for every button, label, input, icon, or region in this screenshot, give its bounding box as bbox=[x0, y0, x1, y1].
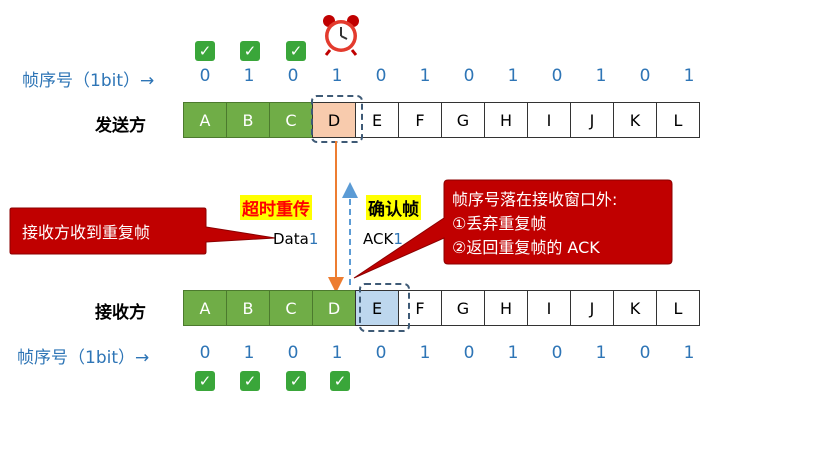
receiver-frame-c: C bbox=[269, 290, 313, 326]
data-label-text: Data bbox=[273, 230, 309, 248]
receiver-frame-f: F bbox=[398, 290, 442, 326]
seq-number: 0 bbox=[199, 66, 211, 86]
check-icon-bottom-a: ✓ bbox=[195, 371, 215, 391]
seq-number: 1 bbox=[243, 343, 255, 363]
sender-frame-d: D bbox=[312, 102, 356, 138]
seq-number: 1 bbox=[331, 66, 343, 86]
ack-label-text: ACK bbox=[363, 230, 394, 248]
receiver-frame-j: J bbox=[570, 290, 614, 326]
sender-seq-label: 帧序号（1bit）→ bbox=[22, 71, 155, 91]
right-callout-line3: ②返回重复帧的 ACK bbox=[452, 238, 600, 257]
sender-seq-numbers: 0 1 0 1 0 1 0 1 0 1 0 1 bbox=[183, 66, 711, 86]
seq-number: 0 bbox=[463, 66, 475, 86]
sender-frame-j: J bbox=[570, 102, 614, 138]
seq-number: 0 bbox=[287, 343, 299, 363]
receiver-frame-i: I bbox=[527, 290, 571, 326]
seq-number: 1 bbox=[595, 66, 607, 86]
alarm-clock-icon bbox=[323, 15, 359, 56]
data-label: Data1 bbox=[273, 230, 318, 248]
ack-label-number: 1 bbox=[393, 230, 403, 248]
check-icon-top-b: ✓ bbox=[240, 41, 260, 61]
receiver-label: 接收方 bbox=[95, 303, 146, 323]
right-callout-line1: 帧序号落在接收窗口外: bbox=[452, 190, 618, 209]
receiver-frame-g: G bbox=[441, 290, 485, 326]
seq-number: 1 bbox=[243, 66, 255, 86]
check-icon-top-a: ✓ bbox=[195, 41, 215, 61]
receiver-window-outline bbox=[359, 283, 410, 332]
seq-number: 0 bbox=[375, 66, 387, 86]
seq-number: 1 bbox=[595, 343, 607, 363]
seq-number: 0 bbox=[463, 343, 475, 363]
right-callout-shape bbox=[353, 179, 673, 279]
receiver-frame-d: D bbox=[312, 290, 356, 326]
data-label-number: 1 bbox=[308, 230, 319, 248]
seq-number: 0 bbox=[639, 66, 651, 86]
retransmit-tag: 超时重传 bbox=[240, 195, 312, 220]
check-icon-bottom-d: ✓ bbox=[330, 371, 350, 391]
seq-number: 1 bbox=[419, 66, 431, 86]
sender-frames: A B C D E F G H I J K L bbox=[183, 102, 700, 138]
seq-number: 0 bbox=[287, 66, 299, 86]
receiver-frames: A B C D E F G H I J K L bbox=[183, 290, 700, 326]
sender-frame-l: L bbox=[656, 102, 700, 138]
check-icon-bottom-b: ✓ bbox=[240, 371, 260, 391]
receiver-frame-l: L bbox=[656, 290, 700, 326]
seq-number: 1 bbox=[507, 343, 519, 363]
seq-number: 1 bbox=[331, 343, 343, 363]
receiver-seq-label: 帧序号（1bit）→ bbox=[17, 348, 150, 368]
seq-number: 1 bbox=[507, 66, 519, 86]
ack-label: ACK1 bbox=[363, 230, 403, 248]
sender-frame-h: H bbox=[484, 102, 528, 138]
receiver-frame-a: A bbox=[183, 290, 227, 326]
left-callout-shape bbox=[9, 207, 276, 255]
receiver-frame-b: B bbox=[226, 290, 270, 326]
seq-number: 1 bbox=[683, 343, 695, 363]
sender-label: 发送方 bbox=[95, 116, 146, 136]
sender-frame-k: K bbox=[613, 102, 657, 138]
sender-frame-g: G bbox=[441, 102, 485, 138]
seq-number: 0 bbox=[551, 343, 563, 363]
receiver-seq-numbers: 0 1 0 1 0 1 0 1 0 1 0 1 bbox=[183, 343, 711, 363]
sender-frame-i: I bbox=[527, 102, 571, 138]
seq-number: 0 bbox=[551, 66, 563, 86]
seq-number: 0 bbox=[375, 343, 387, 363]
check-icon-top-c: ✓ bbox=[286, 41, 306, 61]
seq-number: 1 bbox=[683, 66, 695, 86]
sender-frame-b: B bbox=[226, 102, 270, 138]
left-callout-text: 接收方收到重复帧 bbox=[22, 223, 151, 242]
right-callout-line2: ①丢弃重复帧 bbox=[452, 214, 547, 233]
sender-frame-a: A bbox=[183, 102, 227, 138]
seq-number: 0 bbox=[199, 343, 211, 363]
ack-tag: 确认帧 bbox=[366, 195, 421, 220]
receiver-frame-h: H bbox=[484, 290, 528, 326]
seq-number: 1 bbox=[419, 343, 431, 363]
check-icon-bottom-c: ✓ bbox=[286, 371, 306, 391]
seq-number: 0 bbox=[639, 343, 651, 363]
receiver-frame-k: K bbox=[613, 290, 657, 326]
